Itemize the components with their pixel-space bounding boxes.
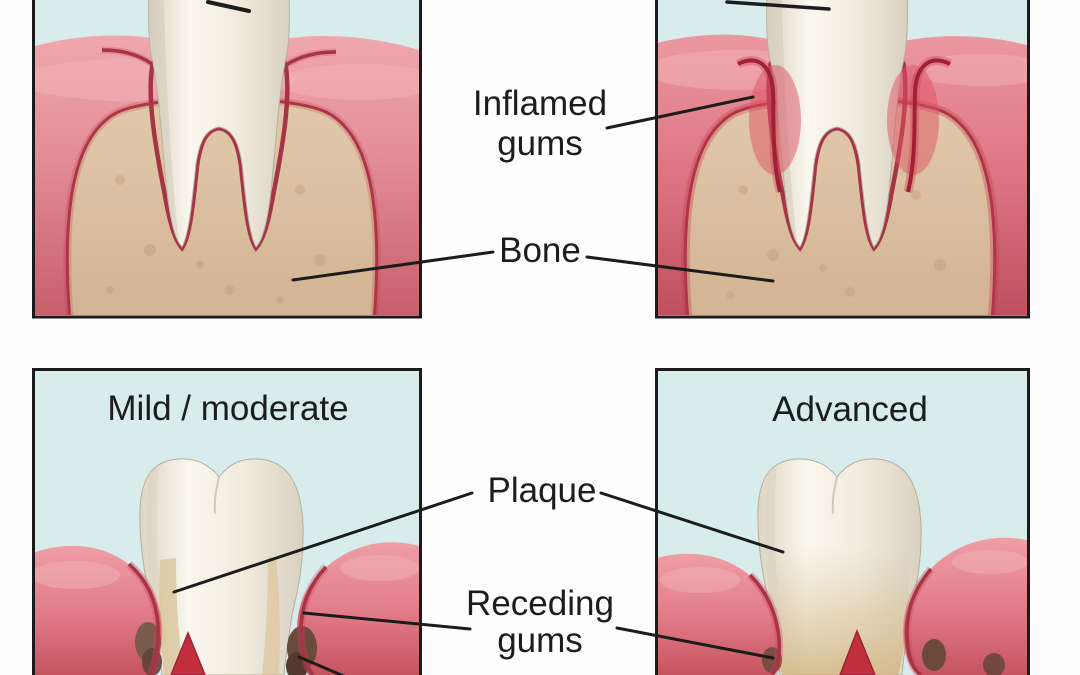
panel-bottom-right-border	[655, 368, 1030, 675]
leader-cutoff-top-right	[725, 0, 831, 11]
panel-top-left-border	[32, 0, 422, 319]
panel-top-right-art	[658, 0, 1027, 315]
bone-speckles	[106, 175, 326, 304]
label-inflamed-gums-line2: gums	[497, 124, 583, 163]
plaque-deposit	[159, 558, 184, 675]
tooth-healthy	[148, 0, 290, 248]
label-inflamed-gums: Inflamed gums	[473, 84, 607, 164]
panel-top-left-art	[35, 0, 419, 315]
panel-bottom-right-art	[658, 371, 1027, 675]
label-receding-gums-line1: Receding	[466, 584, 614, 623]
leader-bone-left	[291, 250, 495, 282]
leader-bone-right	[585, 255, 775, 283]
panel-title-mild-moderate: Mild / moderate	[107, 389, 349, 428]
leader-receding-right	[615, 626, 775, 660]
panel-bottom-left-art	[35, 371, 419, 675]
leader-lines	[172, 0, 831, 675]
root-socket-outline	[148, 61, 290, 252]
leader-tartar-cutoff	[297, 655, 346, 675]
panel-bottom-left-border	[32, 368, 422, 675]
leader-receding-left	[302, 611, 472, 631]
label-plaque: Plaque	[487, 471, 597, 510]
label-inflamed-gums-line1: Inflamed	[472, 84, 608, 123]
leader-cutoff-top-left	[206, 0, 251, 13]
leader-plaque-left	[172, 491, 474, 594]
label-bone: Bone	[499, 231, 581, 270]
label-receding-gums-line2: gums	[497, 621, 583, 660]
leader-inflamed-gums	[605, 95, 755, 130]
panel-title-advanced: Advanced	[772, 390, 928, 429]
label-receding-gums: Receding gums	[466, 585, 614, 659]
leader-plaque-right	[599, 491, 785, 554]
panel-top-right-border	[655, 0, 1030, 319]
